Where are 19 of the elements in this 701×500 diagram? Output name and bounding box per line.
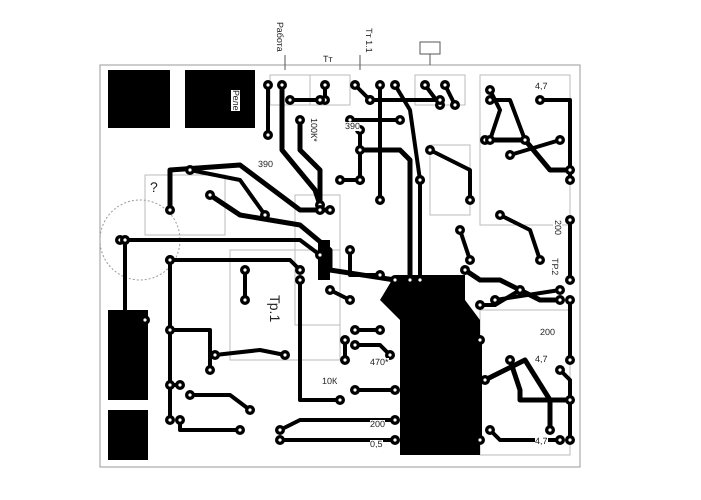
component-label: 390 — [258, 160, 274, 169]
component-label: 4,7 — [535, 437, 548, 446]
component-label: Работа — [275, 22, 284, 52]
component-label: 10К — [322, 377, 338, 386]
component-label: Реле — [231, 90, 240, 111]
component-label: 200 — [540, 328, 556, 337]
component-label: 470* — [370, 358, 389, 367]
component-label: 4,7 — [535, 355, 548, 364]
component-label: 200 — [553, 220, 562, 236]
component-label: Тт — [323, 55, 333, 64]
component-label: 100К* — [309, 118, 318, 142]
component-label: Тр.1 — [268, 295, 282, 322]
component-label: 0,5 — [370, 440, 383, 449]
component-label: 200 — [370, 420, 386, 429]
component-label: Тт 1.1 — [364, 28, 373, 53]
component-label: ТР.2 — [550, 258, 559, 276]
component-label: ? — [150, 180, 158, 194]
component-label: 4,7 — [535, 82, 548, 91]
component-label: 390 — [345, 122, 360, 131]
